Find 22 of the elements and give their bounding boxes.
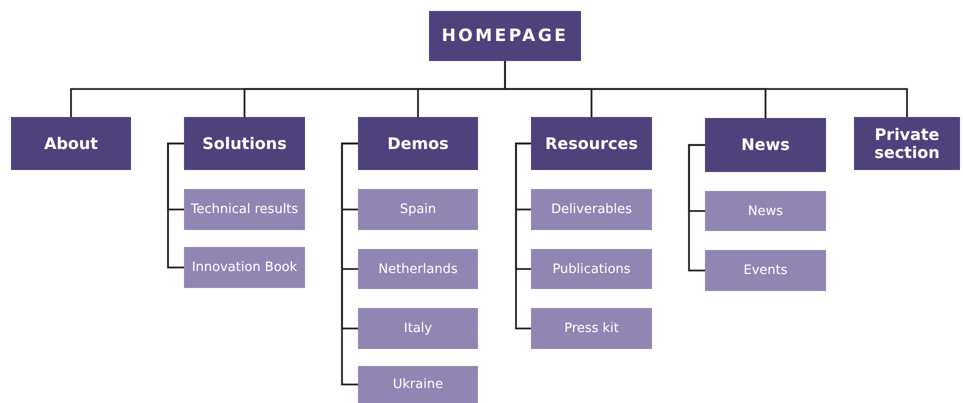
root-page-box: HOMEPAGE: [429, 11, 581, 61]
subpage-box: Deliverables: [531, 189, 652, 230]
subpage-box: Netherlands: [358, 249, 478, 289]
section-box: Demos: [358, 117, 478, 170]
section-box: News: [705, 118, 826, 172]
subpage-box: News: [705, 191, 826, 231]
section-box: Private section: [854, 117, 960, 170]
section-box: About: [11, 117, 131, 170]
subpage-box: Ukraine: [358, 366, 478, 403]
connector-line: [688, 144, 705, 272]
subpage-box: Publications: [531, 249, 652, 289]
subpage-box: Technical results: [184, 189, 305, 230]
section-box: Solutions: [184, 117, 305, 170]
subpage-box: Press kit: [531, 308, 652, 349]
subpage-box: Innovation Book: [184, 247, 305, 288]
connector-line: [341, 142, 358, 386]
connector-line: [167, 142, 184, 268]
subpage-box: Spain: [358, 189, 478, 230]
subpage-box: Italy: [358, 308, 478, 349]
section-box: Resources: [531, 117, 652, 170]
connector-line: [515, 142, 531, 330]
subpage-box: Events: [705, 250, 826, 291]
